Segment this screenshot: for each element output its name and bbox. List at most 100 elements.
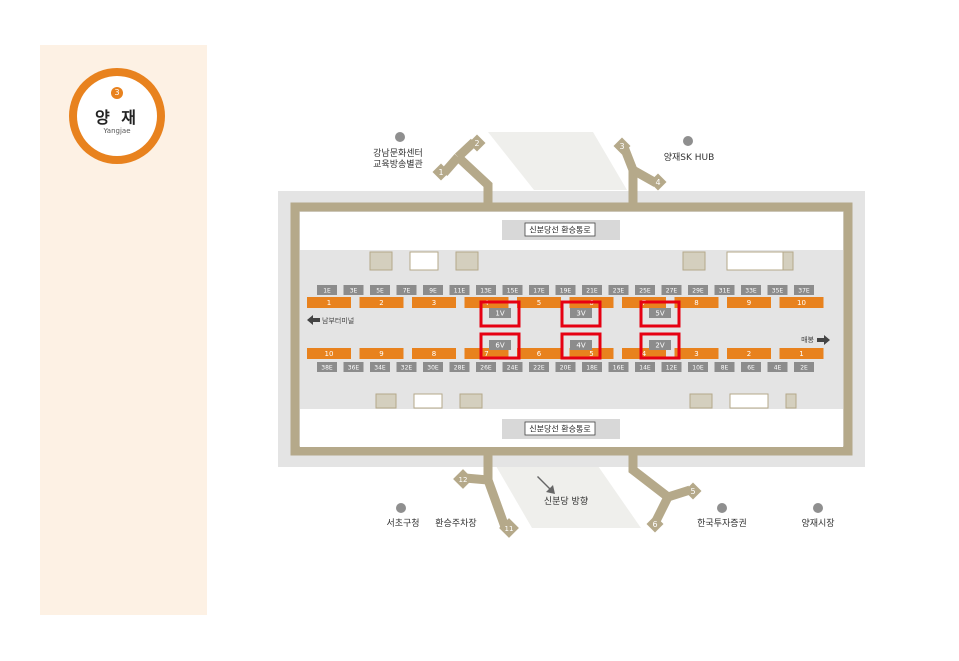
car-segment [412,297,456,308]
elevator-highlight [560,332,602,360]
exit-number: 1 [438,168,443,177]
car-number: 8 [694,299,698,307]
car-number: 8 [432,350,436,358]
escalator-label: 6E [747,365,755,372]
escalator-label: 2E [800,365,808,372]
escalator-label: 27E [666,288,678,295]
escalator-box [688,285,708,295]
escalator-box [635,362,655,372]
escalator-box [608,285,629,295]
escalator-box [529,285,549,295]
escalator-label: 30E [427,365,439,372]
exit-number: 4 [655,178,660,187]
escalator-label: 29E [692,288,704,295]
escalator-box [343,285,364,295]
upper-walkway [488,132,627,190]
car-number: 9 [379,350,383,358]
car-segment [727,297,771,308]
escalator-box [608,362,629,372]
escalator-label: 11E [454,288,466,295]
car-number: 3 [432,299,436,307]
landmark-sk-hub: 양재SK HUB [664,152,715,163]
landmark-yangjae-market: 양재시장 [801,518,834,529]
elevator-6V: 6V [479,332,521,360]
car-segment [464,348,509,359]
elevator-label: 4V [576,342,585,350]
elevator-box [570,340,592,350]
escalator-label: 4E [774,365,782,372]
escalator-label: 19E [560,288,572,295]
car-number: 5 [589,350,593,358]
escalator-box [794,285,814,295]
station-badge: 3 양 재 Yangjae [69,68,165,164]
exit-number: 5 [690,487,695,496]
escalator-box [476,362,496,372]
escalator-box [343,362,364,372]
escalator-box [317,285,337,295]
elevator-box [489,340,511,350]
escalator-box [423,285,443,295]
car-segment [307,348,351,359]
escalator-label: 23E [613,288,625,295]
arrow-right-icon [817,335,830,345]
car-number: 2 [379,299,383,307]
car-segment [412,348,456,359]
escalator-label: 3E [350,288,358,295]
escalator-box [661,285,682,295]
passage-box-bottom-inner [524,421,596,436]
escalator-label: 5E [376,288,384,295]
car-number: 10 [797,299,806,307]
escalator-box [794,362,814,372]
elevator-label: 6V [495,342,504,350]
elevator-5V: 5V [639,300,681,328]
escalator-label: 24E [507,365,519,372]
landmark-dot [813,503,823,513]
escalator-label: 38E [321,365,333,372]
elevator-label: 2V [655,342,664,350]
elevator-2V: 2V [639,332,681,360]
landmark-korea-investment: 한국투자증권 [697,517,747,529]
escalator-label: 15E [507,288,519,295]
elevator-highlight [639,332,681,360]
car-segment [359,348,404,359]
elevator-highlight [479,300,521,328]
exit-number: 11 [505,525,514,533]
escalator-label: 12E [666,365,678,372]
exit-number: 12 [459,476,468,484]
escalator-box [714,362,735,372]
escalator-box [449,285,470,295]
car-segment [569,348,614,359]
escalator-box [635,285,655,295]
escalator-label: 7E [403,288,411,295]
escalator-label: 32E [401,365,413,372]
exit-marker-4: 4 [649,173,667,191]
car-number: 7 [484,350,488,358]
car-number: 2 [747,350,751,358]
exit-marker-12: 12 [453,469,473,489]
car-segment [359,297,404,308]
car-number: 10 [325,350,334,358]
landmark-dot [717,503,727,513]
escalator-label: 10E [692,365,704,372]
escalator-box [529,362,549,372]
car-segment [307,297,351,308]
escalator-label: 31E [719,288,731,295]
escalator-box [661,362,682,372]
escalator-label: 33E [745,288,757,295]
escalator-label: 25E [639,288,651,295]
landmark-dot [683,136,693,146]
escalator-label: 26E [480,365,492,372]
elevator-highlight [560,300,602,328]
elevator-box [649,340,671,350]
escalator-box [502,362,523,372]
car-number: 3 [694,350,698,358]
exit-marker-6: 6 [646,515,664,533]
escalator-label: 9E [429,288,437,295]
escalator-label: 35E [772,288,784,295]
station-name-korean: 양 재 [94,108,139,127]
